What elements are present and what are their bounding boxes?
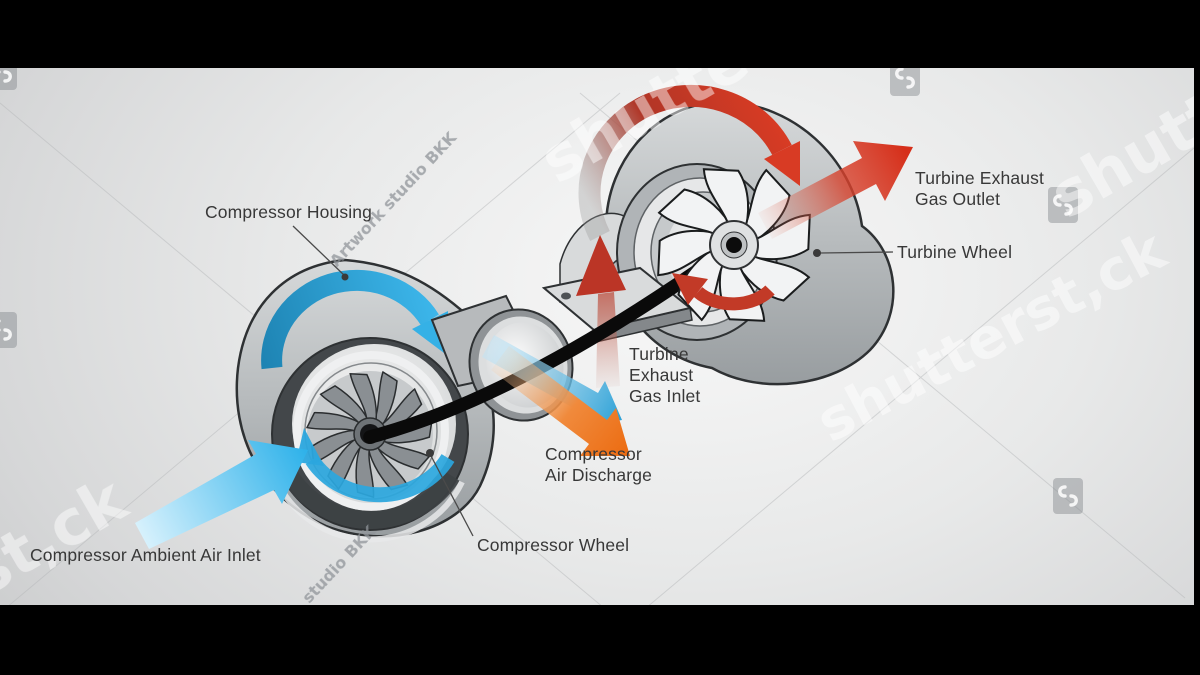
label-compressor-air-discharge: Compressor Air Discharge [545, 444, 652, 486]
letterbox-bar-top [0, 0, 1200, 68]
diagram-canvas: shutte shutte shutterst,ck st,ck Artwork… [0, 68, 1194, 605]
turbine-rotation-arrow [578, 84, 800, 242]
label-turbine-wheel: Turbine Wheel [897, 242, 1013, 262]
credit-text-upper: Artwork studio BKK [326, 128, 461, 271]
label-turbine-exhaust-gas-outlet: Turbine Exhaust Gas Outlet [915, 168, 1044, 210]
turbine-swirl-arrow [672, 273, 775, 311]
turbine-outlet-arrow [758, 141, 913, 239]
letterbox-bar-bottom [0, 605, 1200, 675]
label-turbine-exhaust-gas-inlet: Turbine Exhaust Gas Inlet [629, 344, 700, 407]
label-line: Gas Outlet [915, 189, 1001, 209]
label-compressor-ambient-air-inlet: Compressor Ambient Air Inlet [30, 545, 261, 565]
watermark-text-bottom-left: st,ck [0, 462, 140, 605]
turbocharger-illustration: shutte shutte shutterst,ck st,ck Artwork… [0, 68, 1194, 605]
compressor-discharge-orange-arrow [491, 346, 630, 456]
label-line: Air Discharge [545, 465, 652, 485]
label-leader-lines [292, 225, 894, 537]
label-compressor-housing: Compressor Housing [205, 202, 373, 222]
label-line: Turbine [629, 344, 689, 364]
turbine-inlet-arrow [576, 235, 626, 388]
label-line: Turbine Exhaust [915, 168, 1045, 188]
label-line: Exhaust [629, 365, 694, 385]
label-line: Compressor [545, 444, 642, 464]
label-line: Gas Inlet [629, 386, 701, 406]
compressor-inlet-arrow [135, 440, 308, 549]
label-compressor-wheel: Compressor Wheel [477, 535, 630, 555]
watermark-text-top-right: shutte [1038, 68, 1194, 233]
